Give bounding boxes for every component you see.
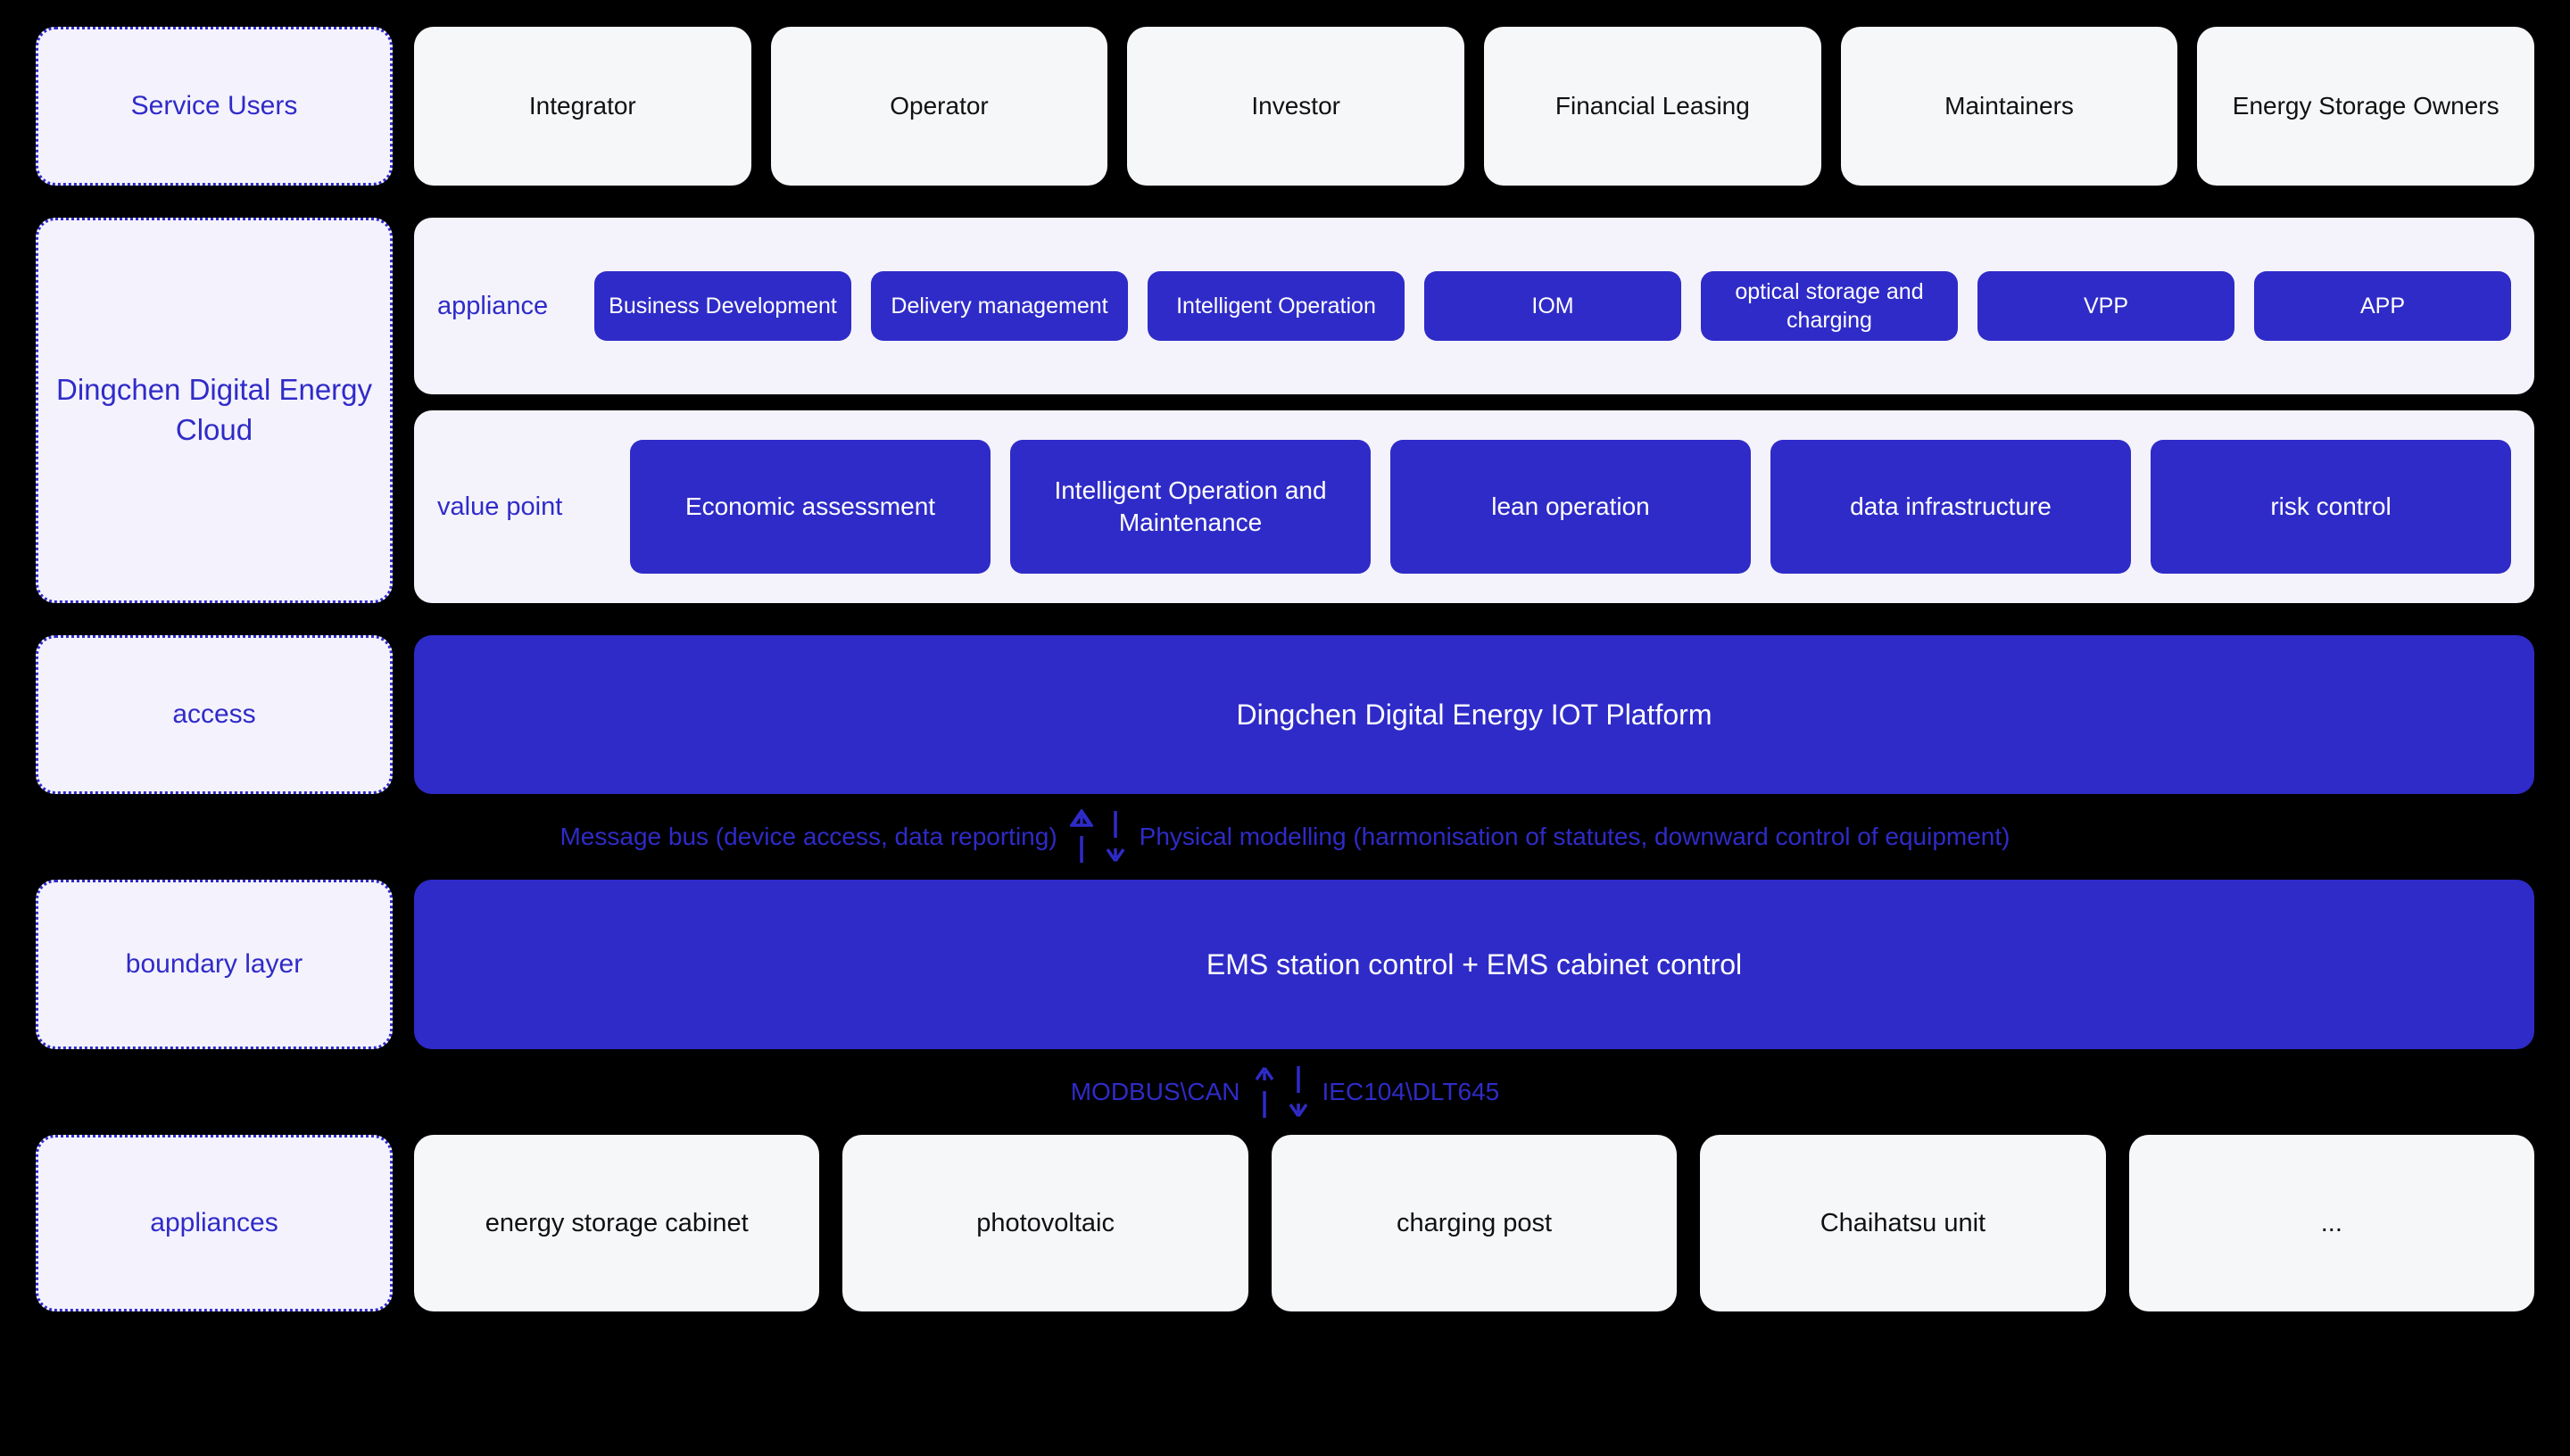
- value-point-chips: Economic assessment Intelligent Operatio…: [630, 440, 2511, 574]
- chip-vpp[interactable]: VPP: [1977, 271, 2234, 341]
- panel-value-point: value point Economic assessment Intellig…: [414, 410, 2534, 603]
- access-row: access Dingchen Digital Energy IOT Platf…: [36, 635, 2534, 794]
- chip-delivery-management[interactable]: Delivery management: [871, 271, 1128, 341]
- card-financial-leasing[interactable]: Financial Leasing: [1484, 27, 1821, 186]
- appliance-chips: Business Development Delivery management…: [594, 271, 2511, 341]
- card-photovoltaic[interactable]: photovoltaic: [842, 1135, 1248, 1311]
- layer-label-cloud: Dingchen Digital Energy Cloud: [36, 218, 393, 603]
- card-integrator[interactable]: Integrator: [414, 27, 751, 186]
- chip-app[interactable]: APP: [2254, 271, 2511, 341]
- connector-message-bus-left-label: Message bus (device access, data reporti…: [560, 823, 1057, 850]
- arrow-down-icon: [1106, 811, 1125, 862]
- panel-appliance: appliance Business Development Delivery …: [414, 218, 2534, 394]
- arrow-up-icon: [1255, 1067, 1273, 1118]
- chip-intelligent-operation-and-maintenance[interactable]: Intelligent Operation and Maintenance: [1010, 440, 1371, 574]
- connector-protocols-left-label: MODBUS\CAN: [1070, 1078, 1240, 1105]
- connector-protocols: MODBUS\CAN IEC104\DLT645: [36, 1049, 2534, 1135]
- layer-label-access: access: [36, 635, 393, 794]
- panel-title-value-point: value point: [437, 492, 563, 521]
- connector-message-bus: Message bus (device access, data reporti…: [36, 794, 2534, 880]
- ems-control-bar[interactable]: EMS station control + EMS cabinet contro…: [414, 880, 2534, 1049]
- service-users-row: Service Users Integrator Operator Invest…: [36, 27, 2535, 186]
- card-chaihatsu-unit[interactable]: Chaihatsu unit: [1700, 1135, 2106, 1311]
- chip-economic-assessment[interactable]: Economic assessment: [630, 440, 991, 574]
- chip-lean-operation[interactable]: lean operation: [1390, 440, 1751, 574]
- chip-optical-storage-and-charging[interactable]: optical storage and charging: [1701, 271, 1958, 341]
- appliances-row: appliances energy storage cabinet photov…: [36, 1135, 2535, 1311]
- chip-business-development[interactable]: Business Development: [594, 271, 851, 341]
- boundary-layer-row: boundary layer EMS station control + EMS…: [36, 880, 2534, 1049]
- chip-data-infrastructure[interactable]: data infrastructure: [1770, 440, 2131, 574]
- layer-label-boundary: boundary layer: [36, 880, 393, 1049]
- service-users-cards: Integrator Operator Investor Financial L…: [414, 27, 2535, 186]
- layer-label-service-users: Service Users: [36, 27, 393, 186]
- arrow-down-icon: [1289, 1066, 1307, 1117]
- appliances-cards: energy storage cabinet photovoltaic char…: [414, 1135, 2535, 1311]
- card-maintainers[interactable]: Maintainers: [1840, 27, 2178, 186]
- layer-label-appliances: appliances: [36, 1135, 393, 1311]
- arrow-up-icon: [1069, 809, 1093, 863]
- chip-risk-control[interactable]: risk control: [2151, 440, 2511, 574]
- panel-title-appliance: appliance: [437, 291, 549, 320]
- chip-intelligent-operation[interactable]: Intelligent Operation: [1148, 271, 1405, 341]
- chip-iom[interactable]: IOM: [1424, 271, 1681, 341]
- iot-platform-bar[interactable]: Dingchen Digital Energy IOT Platform: [414, 635, 2534, 794]
- card-operator[interactable]: Operator: [770, 27, 1108, 186]
- connector-protocols-arrows: [1253, 1064, 1310, 1120]
- connector-protocols-right-label: IEC104\DLT645: [1322, 1078, 1500, 1105]
- connector-message-bus-right-label: Physical modelling (harmonisation of sta…: [1139, 823, 2010, 850]
- cloud-panels: appliance Business Development Delivery …: [414, 218, 2534, 603]
- card-energy-storage-cabinet[interactable]: energy storage cabinet: [414, 1135, 820, 1311]
- card-investor[interactable]: Investor: [1127, 27, 1465, 186]
- connector-message-bus-arrows: [1069, 809, 1127, 864]
- card-more[interactable]: ...: [2128, 1135, 2535, 1311]
- card-energy-storage-owners[interactable]: Energy Storage Owners: [2197, 27, 2535, 186]
- card-charging-post[interactable]: charging post: [1271, 1135, 1678, 1311]
- cloud-row: Dingchen Digital Energy Cloud appliance …: [36, 218, 2534, 603]
